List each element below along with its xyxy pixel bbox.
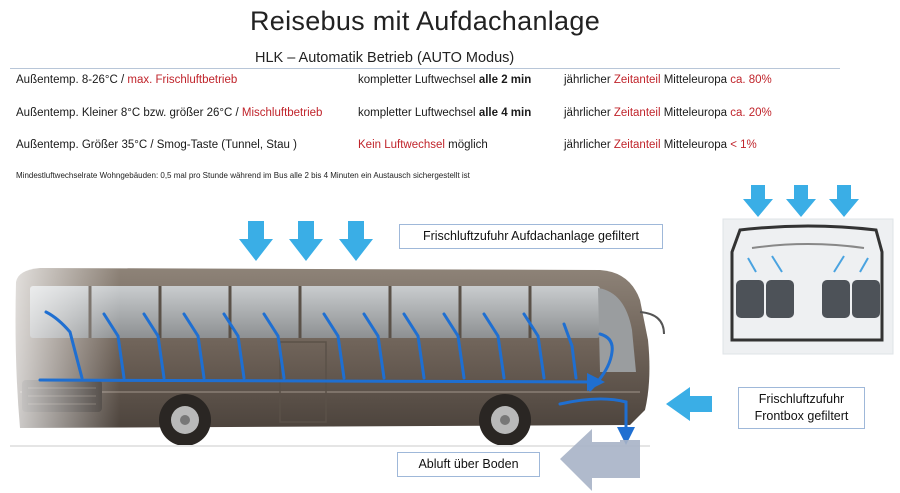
bus-wheel xyxy=(479,394,531,446)
air-exchange-rate: Kein Luftwechsel möglich xyxy=(358,139,488,151)
annual-time-share: jährlicher Zeitanteil Mitteleuropa ca. 2… xyxy=(564,107,772,119)
bus-side-view xyxy=(0,262,665,447)
front-intake-label-line2: Frontbox gefiltert xyxy=(754,409,849,423)
exhaust-label: Abluft über Boden xyxy=(397,452,540,477)
roof-intake-label: Frischluftzufuhr Aufdachanlage gefiltert xyxy=(399,224,663,249)
air-exchange-rate: kompletter Luftwechsel alle 4 min xyxy=(358,107,532,119)
ventilation-note: Mindestluftwechselrate Wohngebäuden: 0,5… xyxy=(16,171,470,180)
cross-section-intake-arrows xyxy=(743,185,859,217)
bus-windows xyxy=(30,286,600,338)
page-title: Reisebus mit Aufdachanlage xyxy=(249,6,601,36)
down-arrow-icon xyxy=(786,185,816,217)
exhaust-left-arrow-icon xyxy=(560,429,640,491)
page-subtitle: HLK – Automatik Betrieb (AUTO Modus) xyxy=(255,50,515,66)
temperature-condition: Außentemp. Größer 35°C / Smog-Taste (Tun… xyxy=(16,139,297,151)
header-divider xyxy=(10,68,840,69)
down-arrow-icon xyxy=(239,221,273,261)
bus-windshield xyxy=(598,288,636,372)
down-arrow-icon xyxy=(743,185,773,217)
air-exchange-rate: kompletter Luftwechsel alle 2 min xyxy=(358,74,532,86)
down-arrow-icon xyxy=(339,221,373,261)
airflow-paths xyxy=(38,310,635,445)
bus-cross-section xyxy=(722,218,894,355)
annual-time-share: jährlicher Zeitanteil Mitteleuropa < 1% xyxy=(564,139,757,151)
annual-time-share: jährlicher Zeitanteil Mitteleuropa ca. 8… xyxy=(564,74,772,86)
bus-wheel xyxy=(159,394,211,446)
down-arrow-icon xyxy=(289,221,323,261)
down-arrow-icon xyxy=(829,185,859,217)
front-intake-label: Frischluftzufuhr Frontbox gefiltert xyxy=(738,387,865,429)
left-arrow-icon xyxy=(666,387,712,421)
roof-intake-arrows xyxy=(239,221,373,261)
front-intake-label-line1: Frischluftzufuhr xyxy=(758,392,845,406)
temperature-condition: Außentemp. 8-26°C / max. Frischluftbetri… xyxy=(16,74,238,86)
temperature-condition: Außentemp. Kleiner 8°C bzw. größer 26°C … xyxy=(16,107,323,119)
